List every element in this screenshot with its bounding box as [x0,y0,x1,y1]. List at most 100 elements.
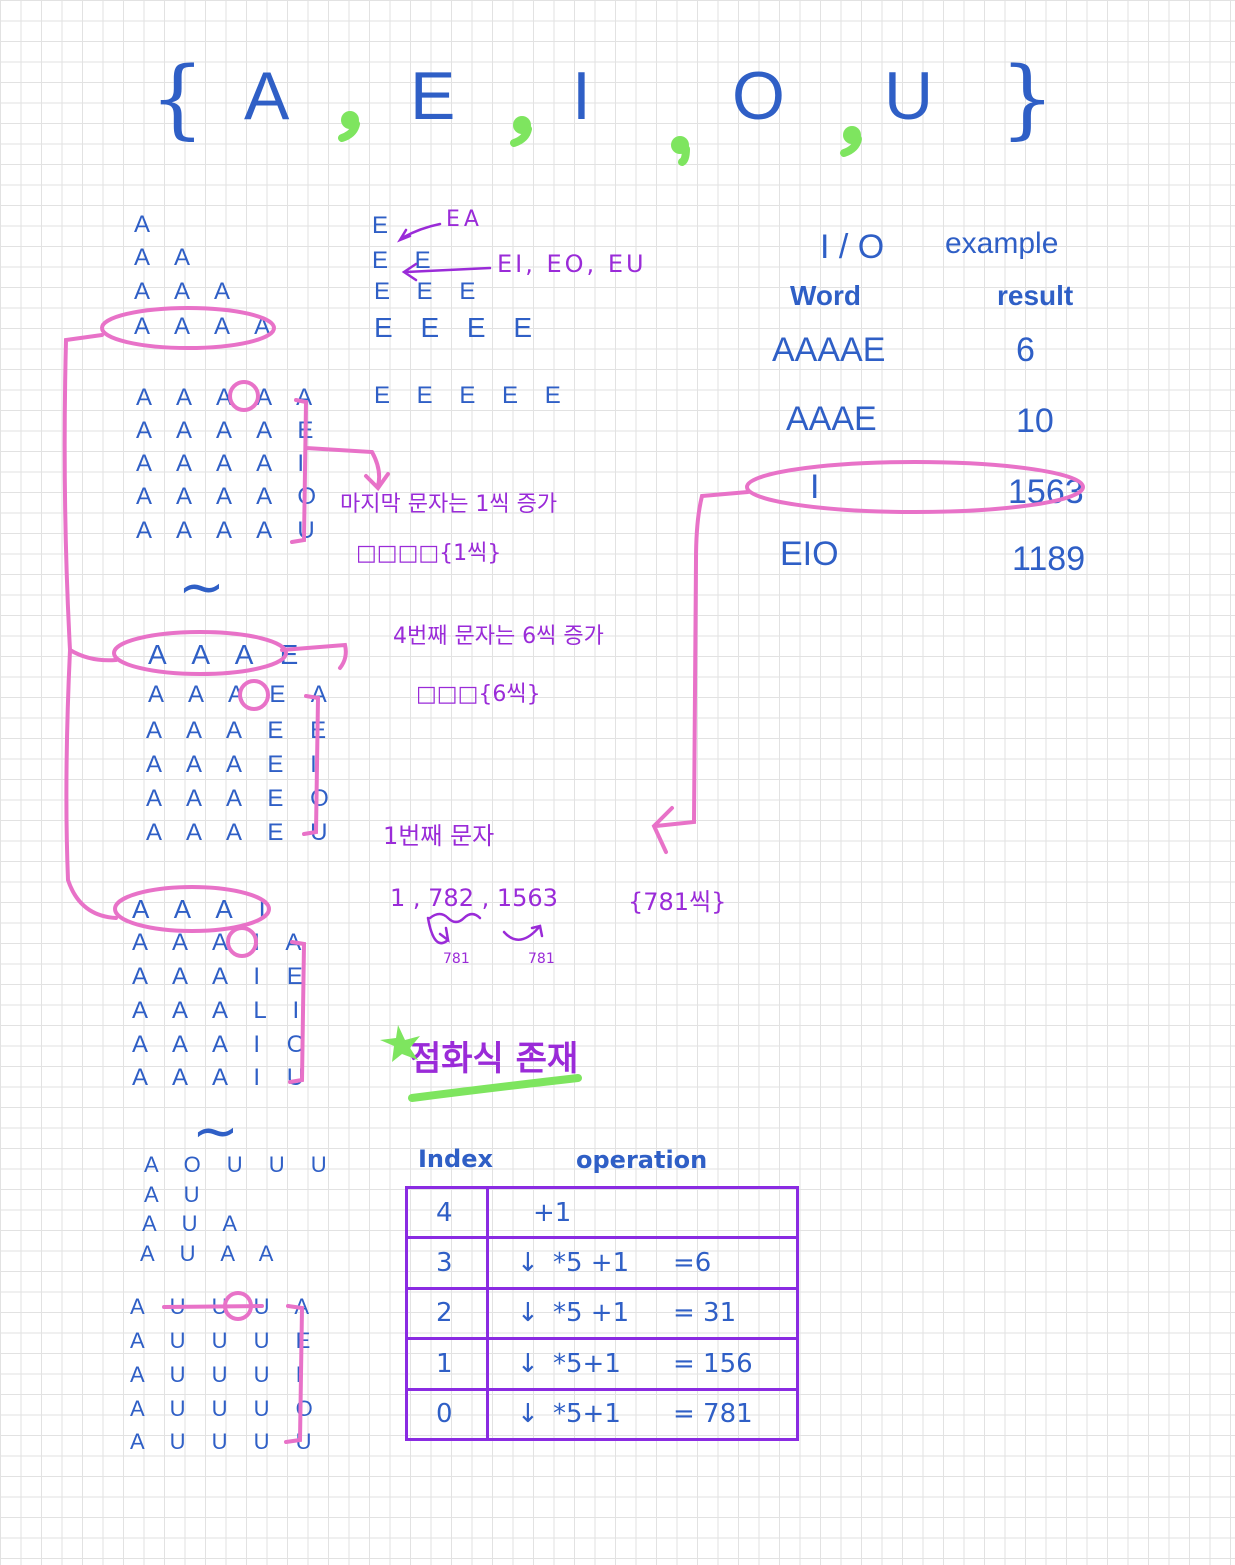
mark-aaai: A A A I [132,894,276,924]
title-letter-u: U [884,58,934,134]
group-bracket [290,398,309,544]
operation-cell: +1 [486,1185,799,1240]
group1-row: A A A A U [136,517,325,544]
operation-result: = 156 [673,1348,753,1379]
table-row: 1 ↓*5+1= 156 [405,1337,799,1391]
group2-row: A A A E E [146,717,337,744]
green-underline [408,1074,582,1102]
comma-mark [671,136,690,166]
operation-text: *5 +1 [553,1298,630,1329]
growth2-row: A U A [142,1211,248,1236]
e-row: E [372,212,399,239]
operation-text: *5 +1 [553,1248,630,1279]
title-close-brace: } [1000,49,1055,149]
ea-arrow [397,222,442,243]
highlight-circle [238,679,270,711]
ei-arrow [401,262,492,282]
index-cell: 4 [405,1185,489,1240]
operation-cell: ↓ *5 +1 = 31 [486,1286,799,1341]
io-link-arrow [651,490,750,854]
group1-row: A A A A I [136,450,315,477]
title-letter-e: E [410,58,456,134]
table-row: 0 ↓ *5+1 = 781 [405,1387,799,1442]
highlight-circle [226,926,258,958]
highlight-circle [228,380,260,412]
recurrence-decoration [380,1025,582,1102]
down-arrow-icon: ↓ [517,1399,539,1430]
io-result: 1189 [1012,540,1086,578]
operation-text: *5+1 [553,1399,621,1430]
index-cell: 2 [405,1286,489,1341]
tilde-mark: ~ [192,1099,239,1164]
index-cell: 0 [405,1387,489,1442]
io-result: 6 [1016,331,1035,369]
group1-row: A A A A A [136,384,323,411]
group3-row: A A A I U [132,1064,315,1091]
note-last-char-sub: □□□□{1씩} [356,541,502,566]
tilde-mark: ~ [178,555,225,620]
io-word: AAAAE [772,331,886,369]
operation-cell: ↓ *5 +1 =6 [486,1236,799,1290]
growth2-row: A O U U U [144,1152,337,1177]
down-arrow-icon: ↓ [517,1348,539,1379]
down-arrow-icon: ↓ [517,1248,539,1279]
operation-cell: ↓*5+1= 156 [486,1337,799,1391]
green-commas [338,111,862,166]
comma-mark [338,111,360,142]
comma-mark [840,126,862,157]
table-row: 4 +1 [405,1185,799,1240]
title-letter-a: A [244,58,290,134]
group4-row: A U U U O [130,1396,323,1421]
purple-arrows [397,222,544,945]
connector-line [62,333,118,663]
group-bracket [284,1304,305,1444]
io-word: AAAE [786,400,877,438]
highlight-ellipse [100,306,276,350]
io-word: I [810,468,820,506]
index-cell: 3 [405,1236,489,1290]
io-header-result: result [997,280,1074,311]
star-icon [380,1025,420,1062]
e-row: E E E E [374,312,543,343]
io-title: I / O [820,228,885,266]
mark-aaae: A A A E [148,639,309,670]
note-sequence-step: {781씩} [628,888,727,916]
io-header-word: Word [790,280,862,311]
bracket-arrow [304,446,390,492]
diff-label: 781 [443,951,470,967]
operation-result: = 31 [673,1298,737,1329]
highlight-ellipse [113,885,271,933]
diff-arrow [502,924,544,941]
group3-row: A A A L I [132,997,310,1024]
table-row: 2 ↓ *5 +1 = 31 [405,1286,799,1341]
down-arrow-icon: ↓ [517,1298,539,1329]
diff-arrow [426,916,450,945]
operation-result: =6 [673,1248,712,1279]
mark-arrow [280,642,348,670]
highlight-ellipse [745,460,1085,514]
growth2-row: A U [144,1182,210,1207]
connector-line [64,648,118,920]
operation-table: 4 +1 3 ↓*5 +1=6 2 ↓*5 +1= 31 1 ↓*5+1= 15… [405,1185,799,1442]
highlight-ellipse [112,630,288,676]
title-letter-i: I [572,58,591,134]
growth-row: A [134,211,161,238]
note-last-char: 마지막 문자는 1씩 증가 [340,492,558,517]
growth-row: A A A [134,278,241,305]
index-cell: 1 [405,1337,489,1391]
group2-row: A A A E A [148,681,337,708]
group-bracket [302,694,321,836]
wavy-underline [428,912,482,924]
operation-result: = 781 [673,1399,753,1430]
operation-cell: ↓ *5+1 = 781 [486,1387,799,1442]
ops-header-index: Index [418,1145,493,1173]
pink-highlights [62,306,1085,1444]
group2-row: A A A E U [146,819,338,846]
ei-label: EI, EO, EU [497,250,647,278]
title-letter-o: O [732,58,785,134]
group1-row: A A A A O [136,483,327,510]
growth-row: A A [134,244,201,271]
io-word: EIO [780,535,839,573]
table-row: 3 ↓ *5 +1 =6 [405,1236,799,1290]
